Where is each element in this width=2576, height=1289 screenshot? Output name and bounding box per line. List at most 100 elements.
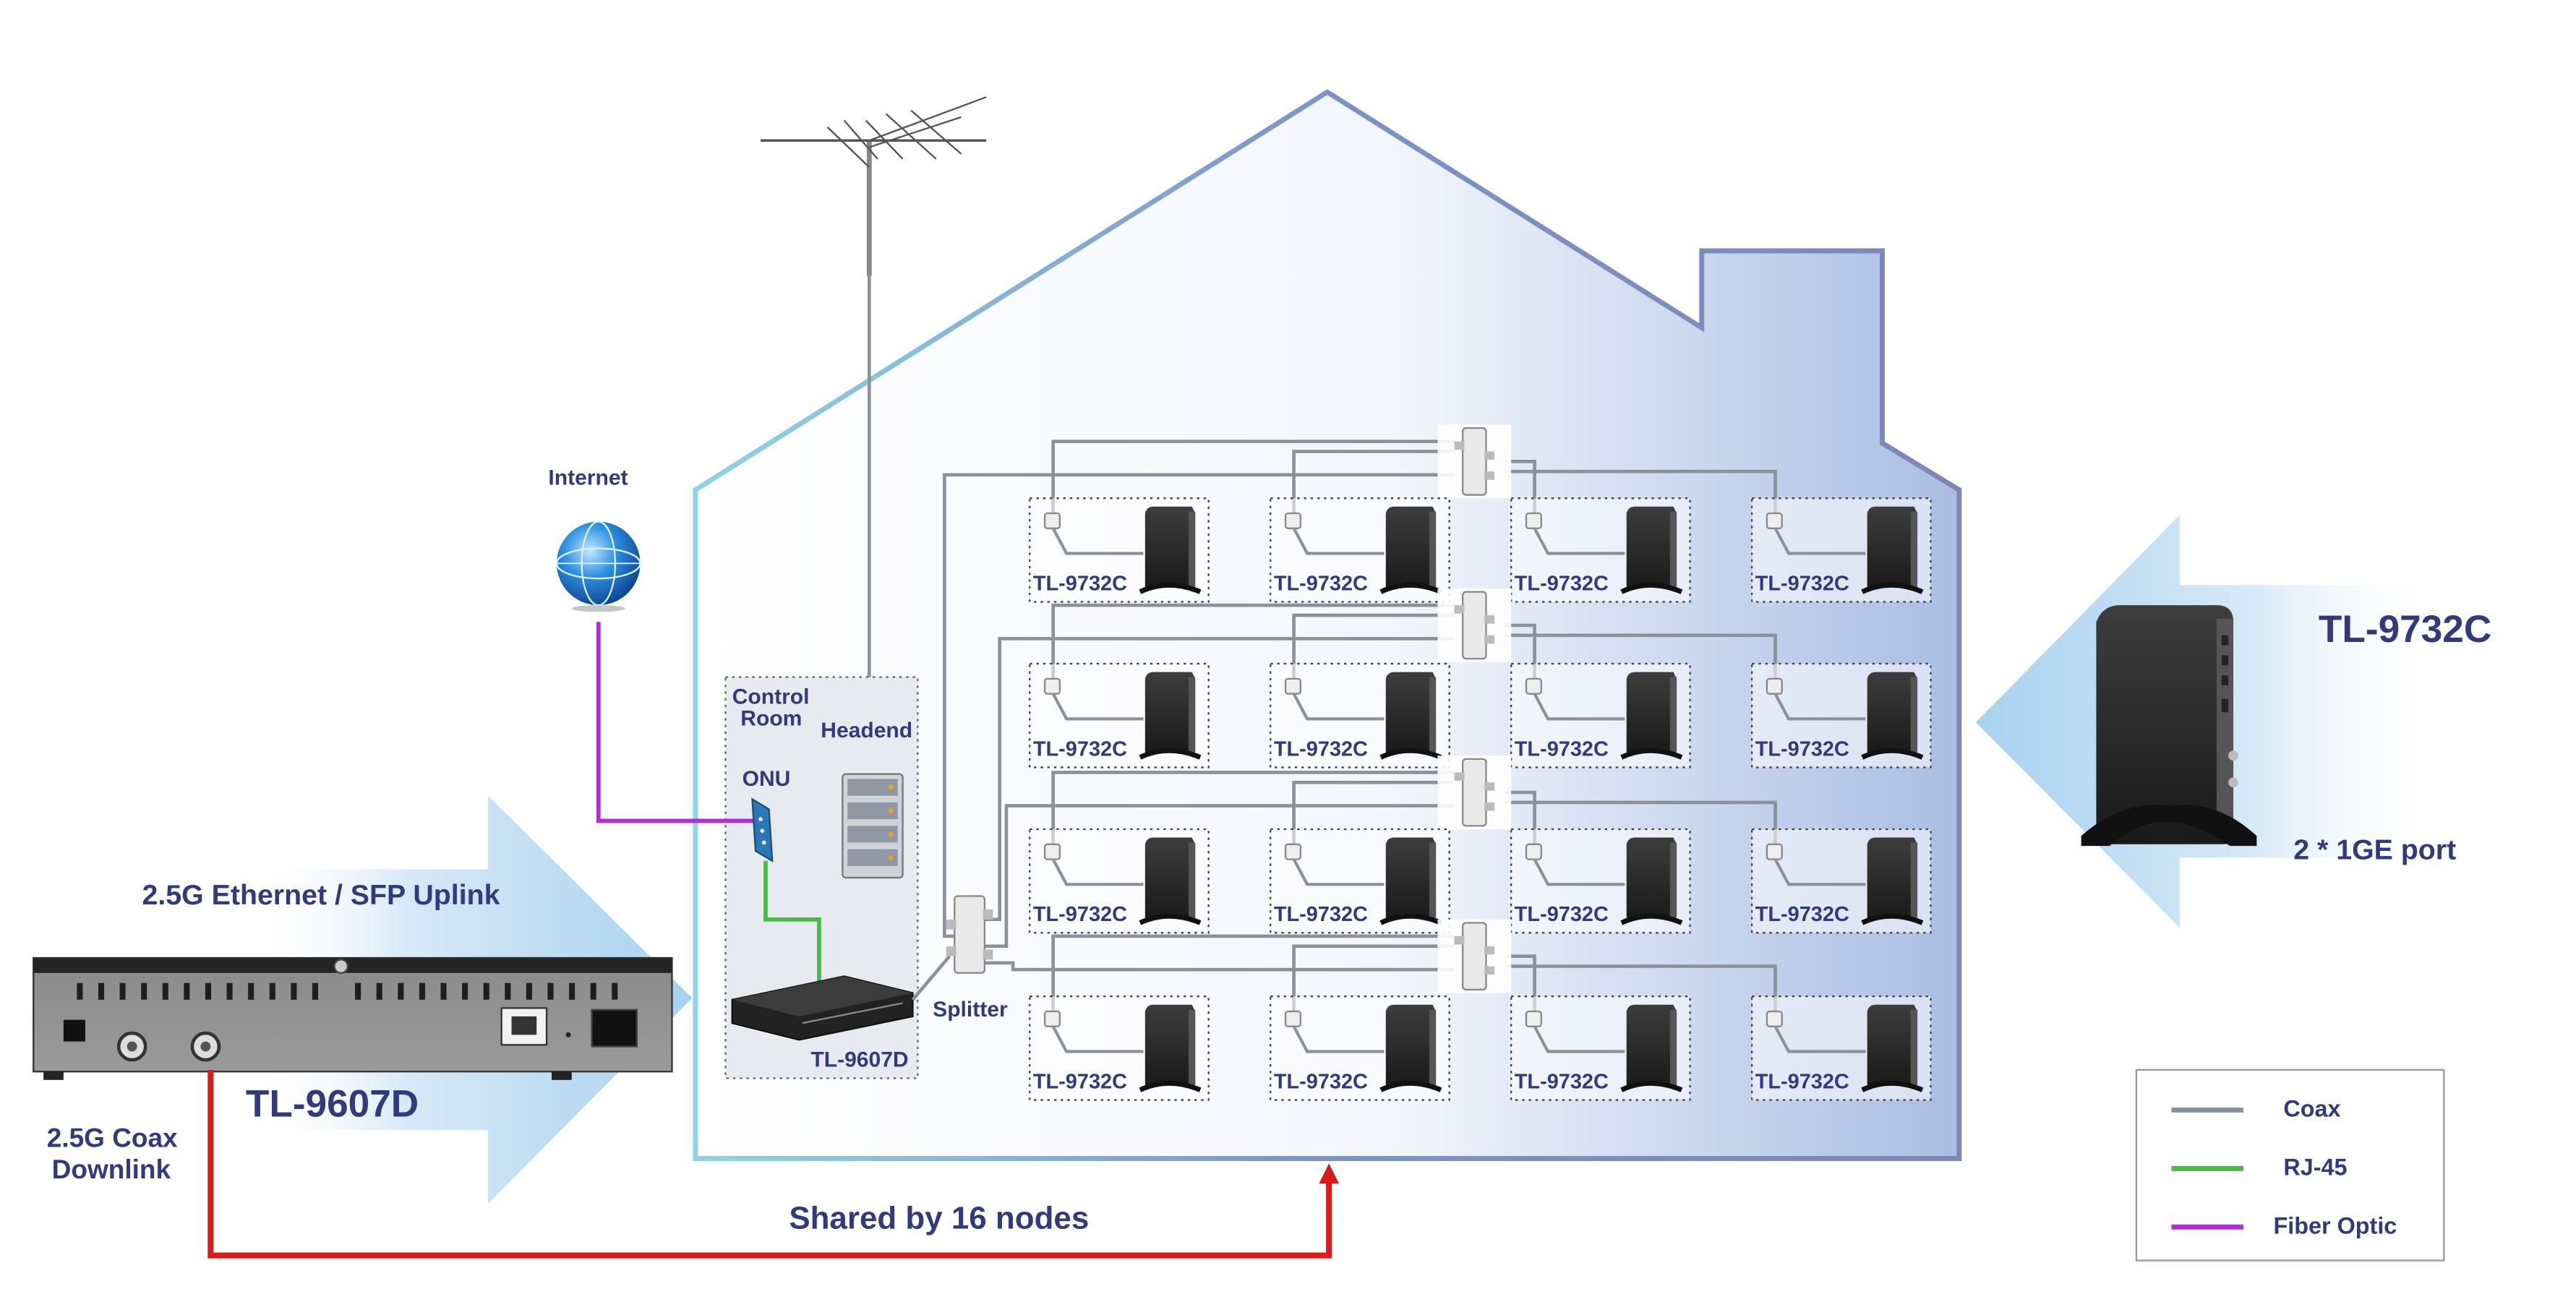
coax-drop bbox=[1292, 780, 1455, 847]
legend-label: Coax bbox=[2283, 1096, 2340, 1122]
floor-splitter-icon bbox=[1437, 588, 1512, 662]
wall-socket-icon bbox=[1043, 843, 1061, 860]
wall-socket-icon bbox=[1525, 1010, 1542, 1027]
node-label: TL-9732C bbox=[1515, 1070, 1609, 1093]
coax-drop bbox=[1051, 771, 1455, 847]
coax-drop bbox=[1504, 623, 1536, 681]
node-tile: TL-9732C bbox=[1029, 995, 1210, 1101]
wall-socket-icon bbox=[1525, 677, 1542, 695]
node-label: TL-9732C bbox=[1755, 1070, 1849, 1093]
node-tile: TL-9732C bbox=[1750, 662, 1932, 768]
server-rack-icon bbox=[842, 773, 904, 879]
coax-node-icon bbox=[1861, 837, 1924, 925]
coax-node-icon bbox=[1139, 837, 1202, 925]
node-grid: TL-9732C TL-9732C TL-9732C TL-9732C TL-9732C… bbox=[1029, 424, 1932, 1101]
onu-label: ONU bbox=[743, 767, 791, 791]
floor-splitter-icon bbox=[1437, 424, 1512, 499]
node-label: TL-9732C bbox=[1033, 737, 1127, 761]
wall-socket-icon bbox=[1766, 1010, 1783, 1027]
coax-node-icon bbox=[1861, 672, 1924, 760]
coax-node-icon bbox=[1620, 672, 1683, 760]
coax-node-icon bbox=[1379, 1004, 1442, 1092]
wall-socket-icon bbox=[1284, 512, 1301, 529]
node-device-name: TL-9732C bbox=[2319, 608, 2491, 651]
node-tile: TL-9732C bbox=[1750, 995, 1932, 1101]
coax-node-icon bbox=[1620, 506, 1683, 594]
coax-node-icon bbox=[1620, 837, 1683, 925]
coax-node-icon bbox=[1620, 1004, 1683, 1092]
legend-label: Fiber Optic bbox=[2274, 1213, 2397, 1239]
master-device-icon bbox=[33, 956, 673, 1080]
coax-drop bbox=[1051, 440, 1455, 515]
node-label: TL-9732C bbox=[1755, 737, 1849, 761]
wall-socket-icon bbox=[1766, 843, 1783, 860]
node-tile: TL-9732C bbox=[1029, 828, 1210, 934]
wall-socket-icon bbox=[1043, 677, 1061, 695]
vent-slots bbox=[77, 982, 618, 1000]
headend-label: Headend bbox=[821, 719, 912, 742]
coax-node-icon bbox=[1139, 1004, 1202, 1092]
coax-drop bbox=[1292, 944, 1455, 1014]
wall-socket-icon bbox=[1043, 1010, 1061, 1027]
node-tile: TL-9732C bbox=[1510, 662, 1691, 768]
node-tile: TL-9732C bbox=[1029, 662, 1210, 768]
shared-label: Shared by 16 nodes bbox=[789, 1201, 1089, 1236]
node-label: TL-9732C bbox=[1033, 1070, 1127, 1093]
uplink-label: 2.5G Ethernet / SFP Uplink bbox=[142, 879, 500, 911]
node-label: TL-9732C bbox=[1274, 1070, 1368, 1093]
coax-downlink-line bbox=[207, 1069, 1332, 1259]
wall-socket-icon bbox=[1766, 677, 1783, 695]
coax-node-icon bbox=[1861, 1004, 1924, 1092]
internet-label: Internet bbox=[548, 466, 628, 490]
wall-socket-icon bbox=[1284, 1010, 1301, 1027]
control-room-label: Control bbox=[732, 685, 810, 709]
wall-socket-icon bbox=[1525, 843, 1542, 860]
coax-drop bbox=[1504, 790, 1536, 847]
coax-drop bbox=[1292, 613, 1455, 681]
node-tile: TL-9732C bbox=[1750, 828, 1932, 934]
node-tile: TL-9732C bbox=[1270, 828, 1450, 934]
rj45-cable bbox=[763, 860, 821, 983]
wall-socket-icon bbox=[1766, 512, 1783, 529]
splitter-label: Splitter bbox=[933, 998, 1008, 1022]
control-room-label-2: Room bbox=[740, 707, 802, 731]
node-tile: TL-9732C bbox=[1270, 995, 1450, 1101]
node-label: TL-9732C bbox=[1033, 903, 1127, 926]
coax-node-icon bbox=[1379, 672, 1442, 760]
floor-splitter-icon bbox=[1437, 755, 1512, 829]
coax-trunk bbox=[984, 961, 1455, 972]
node-device-large-icon bbox=[2081, 605, 2257, 847]
headend-to-splitter bbox=[911, 955, 951, 1001]
onu-icon bbox=[751, 797, 774, 863]
downlink-label: 2.5G Coax bbox=[47, 1123, 178, 1152]
coax-drop bbox=[1292, 450, 1455, 515]
node-tile: TL-9732C bbox=[1270, 497, 1450, 603]
wall-socket-icon bbox=[1284, 843, 1301, 860]
downlink-label-2: Downlink bbox=[52, 1155, 171, 1184]
coax-drop bbox=[1051, 603, 1455, 681]
node-tile: TL-9732C bbox=[1029, 497, 1210, 603]
coax-trunk bbox=[984, 804, 1455, 948]
coax-node-icon bbox=[1139, 672, 1202, 760]
node-label: TL-9732C bbox=[1515, 572, 1609, 595]
headend-device-icon bbox=[731, 975, 914, 1041]
master-device-name: TL-9607D bbox=[246, 1083, 419, 1126]
fiber-optic-cable bbox=[596, 622, 754, 823]
node-port-label: 2 * 1GE port bbox=[2293, 834, 2456, 866]
floor-splitter-icon bbox=[1437, 919, 1512, 993]
node-label: TL-9732C bbox=[1274, 572, 1368, 595]
antenna-icon bbox=[761, 96, 987, 276]
node-label: TL-9732C bbox=[1515, 903, 1609, 926]
coax-node-icon bbox=[1861, 506, 1924, 594]
node-tile: TL-9732C bbox=[1750, 497, 1932, 603]
node-label: TL-9732C bbox=[1033, 572, 1127, 595]
coax-drop bbox=[1051, 934, 1455, 1014]
wall-socket-icon bbox=[1284, 677, 1301, 695]
coax-drop bbox=[1504, 954, 1536, 1014]
node-tile: TL-9732C bbox=[1510, 995, 1691, 1101]
wall-socket-icon bbox=[1043, 512, 1061, 529]
node-label: TL-9732C bbox=[1755, 572, 1849, 595]
coax-node-icon bbox=[1139, 506, 1202, 594]
